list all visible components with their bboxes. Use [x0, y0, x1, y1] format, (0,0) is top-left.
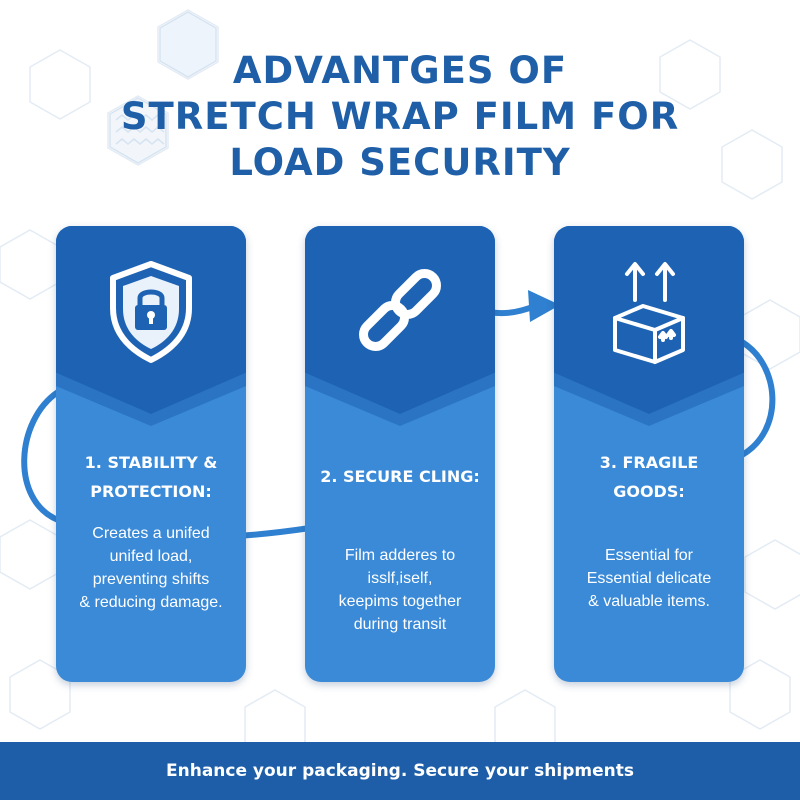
page-title: ADVANTGES OF STRETCH WRAP FILM FOR LOAD …	[0, 48, 800, 186]
card-heading: 1. STABILITY & PROTECTION:	[84, 453, 218, 501]
middle-arrow-swoosh	[487, 303, 538, 317]
title-line: ADVANTGES OF	[232, 49, 568, 92]
shield-lock-icon	[110, 261, 192, 363]
card-description: Creates a unifed unifed load, preventing…	[79, 525, 223, 611]
advantage-card-secure-cling: 2. SECURE CLING: Film adderes to isslf,i…	[305, 226, 495, 682]
card-heading: 2. SECURE CLING:	[320, 467, 480, 486]
chain-link-icon	[359, 269, 441, 351]
advantage-card-stability: 1. STABILITY & PROTECTION: Creates a uni…	[56, 226, 246, 682]
card-description: Essential for Essential delicate & valua…	[586, 547, 712, 610]
advantage-card-fragile-goods: 3. FRAGILE GOODS: Essential for Essentia…	[554, 226, 744, 682]
right-swoosh	[739, 339, 776, 458]
card-description: Film adderes to isslf,iself, keepims tog…	[338, 547, 462, 633]
card-heading: 3. FRAGILE GOODS:	[599, 453, 699, 501]
footer-tagline: Enhance your packaging. Secure your ship…	[166, 761, 634, 781]
title-line: STRETCH WRAP FILM FOR	[120, 95, 680, 138]
title-line: LOAD SECURITY	[229, 141, 571, 184]
arrow-head-icon	[528, 290, 560, 322]
footer-banner: Enhance your packaging. Secure your ship…	[0, 742, 800, 800]
box-up-arrows-icon	[613, 262, 685, 364]
